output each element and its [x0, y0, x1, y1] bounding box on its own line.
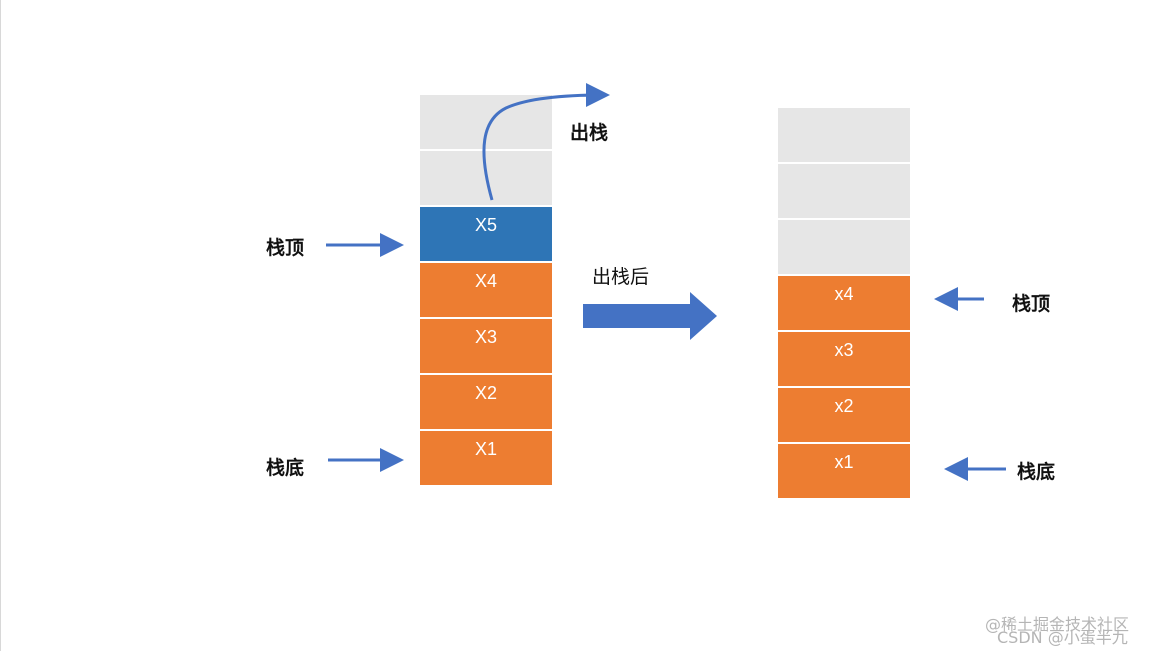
- cell-label: X4: [474, 271, 498, 291]
- cell-label: x1: [834, 452, 854, 472]
- watermark-line2: CSDN @小蛋半九: [997, 628, 1128, 647]
- cell-label: x2: [834, 396, 854, 416]
- cell-label: X5: [474, 215, 498, 235]
- right-bottom-label: 栈底: [1017, 461, 1056, 483]
- right-stack-cell-x4: x4: [778, 276, 910, 330]
- left-bottom-label: 栈底: [266, 457, 305, 479]
- watermark-line1: @稀土掘金技术社区: [985, 615, 1130, 634]
- cell-label: X3: [474, 327, 498, 347]
- right-stack-cell-x1: x1: [778, 444, 910, 498]
- left-stack-cell-x2: X2: [420, 375, 552, 429]
- right-top-label: 栈顶: [1012, 293, 1051, 315]
- transition-block-arrow: [583, 292, 717, 340]
- right-stack-cell-empty: [778, 164, 910, 218]
- right-stack-cell-empty: [778, 108, 910, 162]
- frame-edge: [0, 0, 1, 651]
- pop-label: 出栈: [570, 122, 609, 144]
- left-stack-cell-x4: X4: [420, 263, 552, 317]
- left-stack-cell-x3: X3: [420, 319, 552, 373]
- cell-label: x3: [834, 340, 854, 360]
- left-stack-cell-x1: X1: [420, 431, 552, 485]
- right-stack-cell-x2: x2: [778, 388, 910, 442]
- cell-label: X1: [474, 439, 498, 459]
- left-stack-cell-x5: X5: [420, 207, 552, 261]
- cell-label: X2: [474, 383, 498, 403]
- cell-label: x4: [834, 284, 854, 304]
- right-stack-cell-x3: x3: [778, 332, 910, 386]
- transition-label: 出栈后: [592, 266, 650, 288]
- right-stack-cell-empty: [778, 220, 910, 274]
- left-top-label: 栈顶: [266, 237, 305, 259]
- pop-curve-arrow: [482, 83, 610, 201]
